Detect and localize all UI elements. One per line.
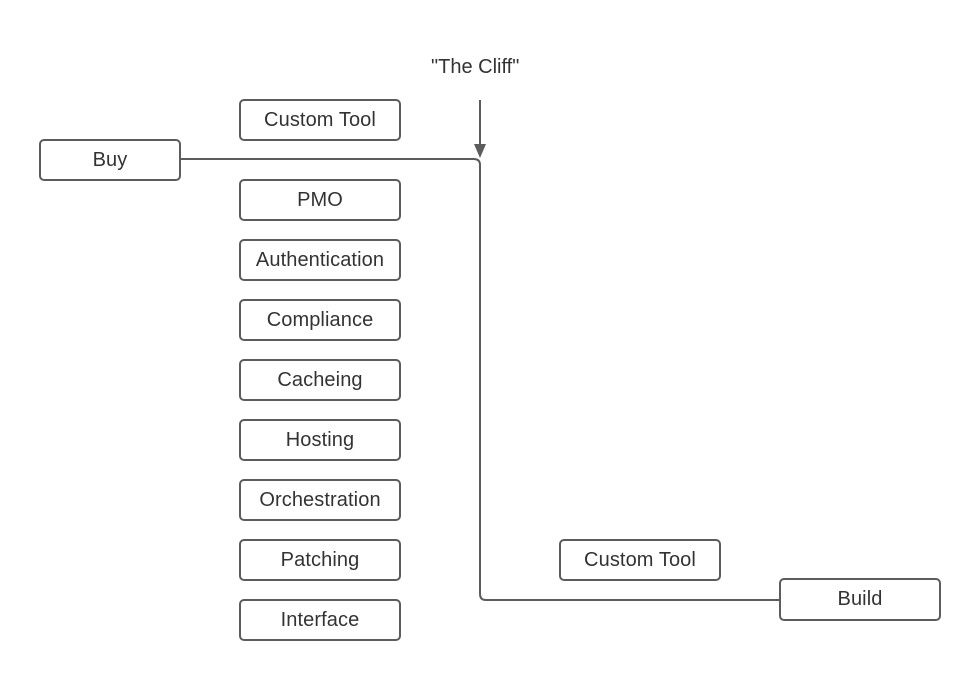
cliff-arrowhead-icon [474,144,486,158]
hosting-node: Hosting [239,419,401,461]
buy-node: Buy [39,139,181,181]
interface-node: Interface [239,599,401,641]
build-custom-tool-node: Custom Tool [559,539,721,581]
cacheing-node: Cacheing [239,359,401,401]
patching-node: Patching [239,539,401,581]
compliance-node: Compliance [239,299,401,341]
pmo-node: PMO [239,179,401,221]
buy-custom-tool-node: Custom Tool [239,99,401,141]
cliff-annotation: "The Cliff" [431,56,520,78]
orchestration-node: Orchestration [239,479,401,521]
build-node: Build [779,578,941,621]
authentication-node: Authentication [239,239,401,281]
cliff-path [180,158,780,601]
